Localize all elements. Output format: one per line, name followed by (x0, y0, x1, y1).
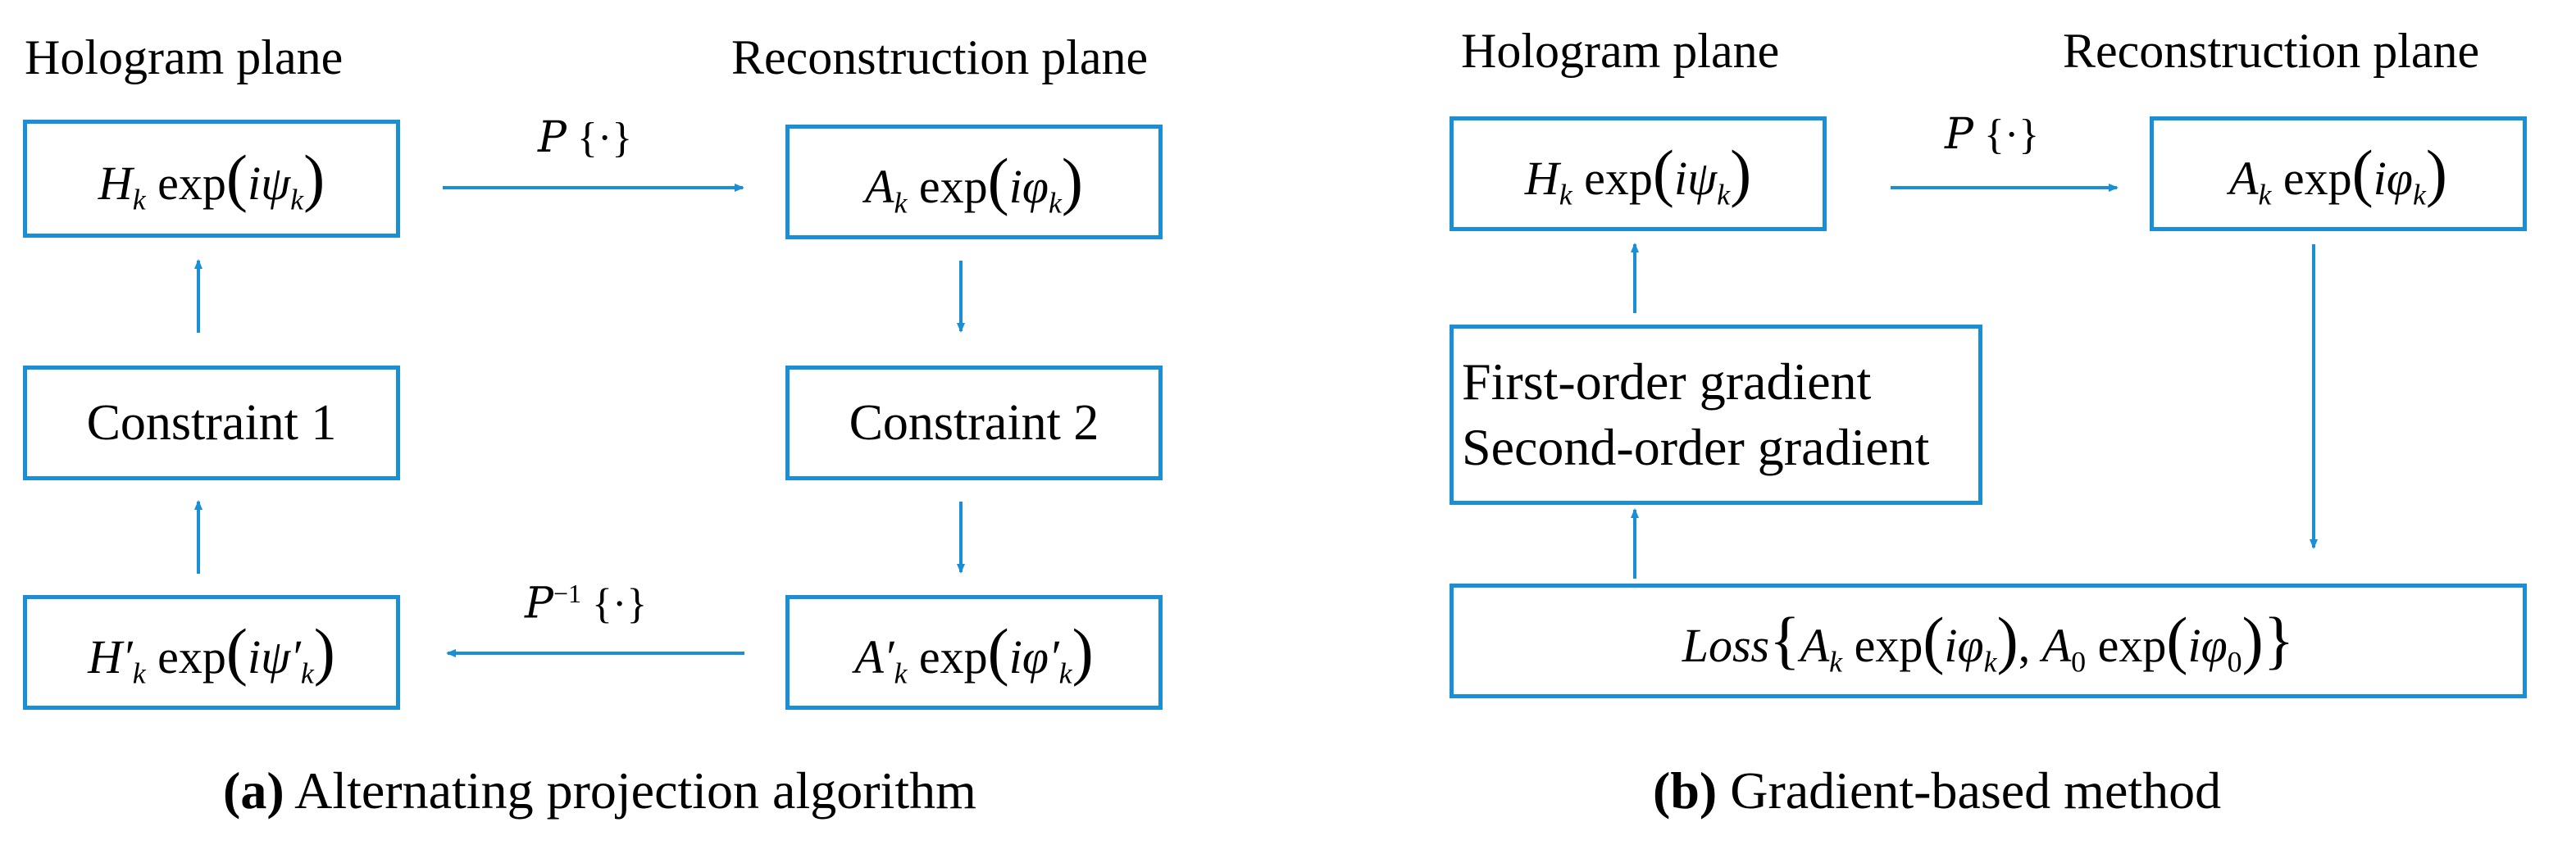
a-header-hologram-plane: Hologram plane (25, 30, 344, 84)
b-loss-exp-2: exp (2097, 618, 2167, 672)
a-box-constraint-1: Constraint 1 (23, 366, 400, 480)
b-caption-tag: (b) (1653, 761, 1718, 820)
b-loss-phi-index: k (1983, 645, 1997, 679)
a-box-hologram-field: Hk exp(iψk) (23, 120, 400, 238)
a-hologram-phase: ψ (261, 156, 291, 210)
b-gradient-second-order: Second-order gradient (1462, 418, 1930, 476)
a-recon-phase: φ (1022, 159, 1049, 213)
b-hologram-index: k (1559, 178, 1572, 211)
b-forward-op-symbol: P (1945, 110, 1973, 159)
b-loss-a-symbol: A (1800, 618, 1830, 672)
a-hologram-prime-phase: ψ′ (261, 629, 301, 684)
b-hologram-i: i (1673, 151, 1688, 205)
a-hologram-prime-symbol: H′ (88, 629, 133, 684)
a-box-constraint-2: Constraint 2 (785, 366, 1163, 480)
b-hologram-phase: ψ (1687, 151, 1718, 205)
a-inverse-op-arg: {·} (592, 580, 648, 628)
a-box-reconstruction-field: Ak exp(iφk) (785, 125, 1163, 239)
b-recon-phase-index: k (2412, 178, 2426, 211)
b-header-hologram-plane: Hologram plane (1461, 24, 1780, 78)
a-hologram-exp: exp (157, 156, 226, 210)
b-recon-exp: exp (2282, 151, 2352, 205)
a-recon-prime-phase: φ′ (1022, 629, 1059, 684)
a-hologram-phase-index: k (290, 183, 304, 216)
b-hologram-exp: exp (1584, 151, 1653, 205)
b-box-reconstruction-field: Ak exp(iφk) (2150, 116, 2527, 231)
b-box-hologram-field: Hk exp(iψk) (1450, 116, 1827, 231)
b-recon-symbol: A (2229, 151, 2259, 205)
a-hologram-prime-exp: exp (157, 629, 226, 684)
a-recon-prime-symbol: A′ (854, 629, 894, 684)
a-recon-prime-exp: exp (918, 629, 988, 684)
b-forward-propagation-label: P {·} (1945, 110, 2039, 159)
a-recon-prime-index: k (894, 656, 908, 690)
a-box-reconstruction-field-prime: A′k exp(iφ′k) (785, 595, 1163, 710)
b-box-gradient-optimizer: First-order gradient Second-order gradie… (1450, 325, 1982, 505)
b-loss-a0-symbol: A (2041, 618, 2072, 672)
b-recon-phase: φ (2386, 151, 2413, 205)
a-box-hologram-field-prime: H′k exp(iψ′k) (23, 595, 400, 710)
a-caption-tag: (a) (223, 761, 284, 820)
a-hologram-prime-i: i (247, 629, 262, 684)
a-forward-op-symbol: P (538, 113, 567, 162)
b-loss-i-2: i (2187, 618, 2201, 672)
b-forward-op-arg: {·} (1984, 111, 2040, 158)
a-hologram-index: k (132, 183, 146, 216)
a-recon-phase-index: k (1048, 186, 1062, 220)
a-recon-index: k (894, 186, 908, 220)
b-loss-a-index: k (1829, 645, 1843, 679)
a-inverse-op-exponent: −1 (553, 579, 582, 608)
b-caption: (b) Gradient-based method (1653, 761, 2221, 821)
a-recon-prime-i: i (1008, 629, 1022, 684)
b-loss-phi: φ (1957, 618, 1984, 672)
a-caption: (a) Alternating projection algorithm (223, 761, 976, 821)
a-recon-prime-phase-index: k (1058, 656, 1072, 690)
b-loss-name: Loss (1682, 618, 1770, 672)
a-hologram-i: i (247, 156, 262, 210)
b-loss-phi0: φ (2201, 618, 2228, 672)
a-header-reconstruction-plane: Reconstruction plane (731, 30, 1149, 84)
b-hologram-symbol: H (1524, 151, 1559, 205)
b-hologram-phase-index: k (1717, 178, 1731, 211)
a-hologram-prime-phase-index: k (300, 656, 314, 690)
b-gradient-first-order: First-order gradient (1462, 352, 1872, 411)
b-loss-i-1: i (1944, 618, 1958, 672)
a-hologram-symbol: H (98, 156, 133, 210)
b-recon-i: i (2373, 151, 2387, 205)
b-loss-exp-1: exp (1854, 618, 1923, 672)
a-forward-propagation-label: P {·} (538, 113, 632, 162)
b-box-loss-function: Loss{Ak exp(iφk), A0 exp(iφ0)} (1450, 584, 2527, 698)
b-loss-phi0-index: 0 (2227, 645, 2242, 679)
a-hologram-prime-index: k (132, 656, 146, 690)
b-recon-index: k (2258, 178, 2272, 211)
b-caption-text: Gradient-based method (1717, 761, 2222, 820)
a-caption-text: Alternating projection algorithm (284, 761, 976, 820)
a-inverse-op-symbol: P (525, 579, 553, 629)
a-recon-i: i (1008, 159, 1022, 213)
a-recon-exp: exp (918, 159, 988, 213)
a-recon-symbol: A (865, 159, 894, 213)
a-forward-op-arg: {·} (577, 115, 633, 161)
a-inverse-propagation-label: P−1 {·} (525, 579, 647, 628)
b-loss-a0-index: 0 (2071, 645, 2087, 679)
b-header-reconstruction-plane: Reconstruction plane (2063, 24, 2480, 78)
